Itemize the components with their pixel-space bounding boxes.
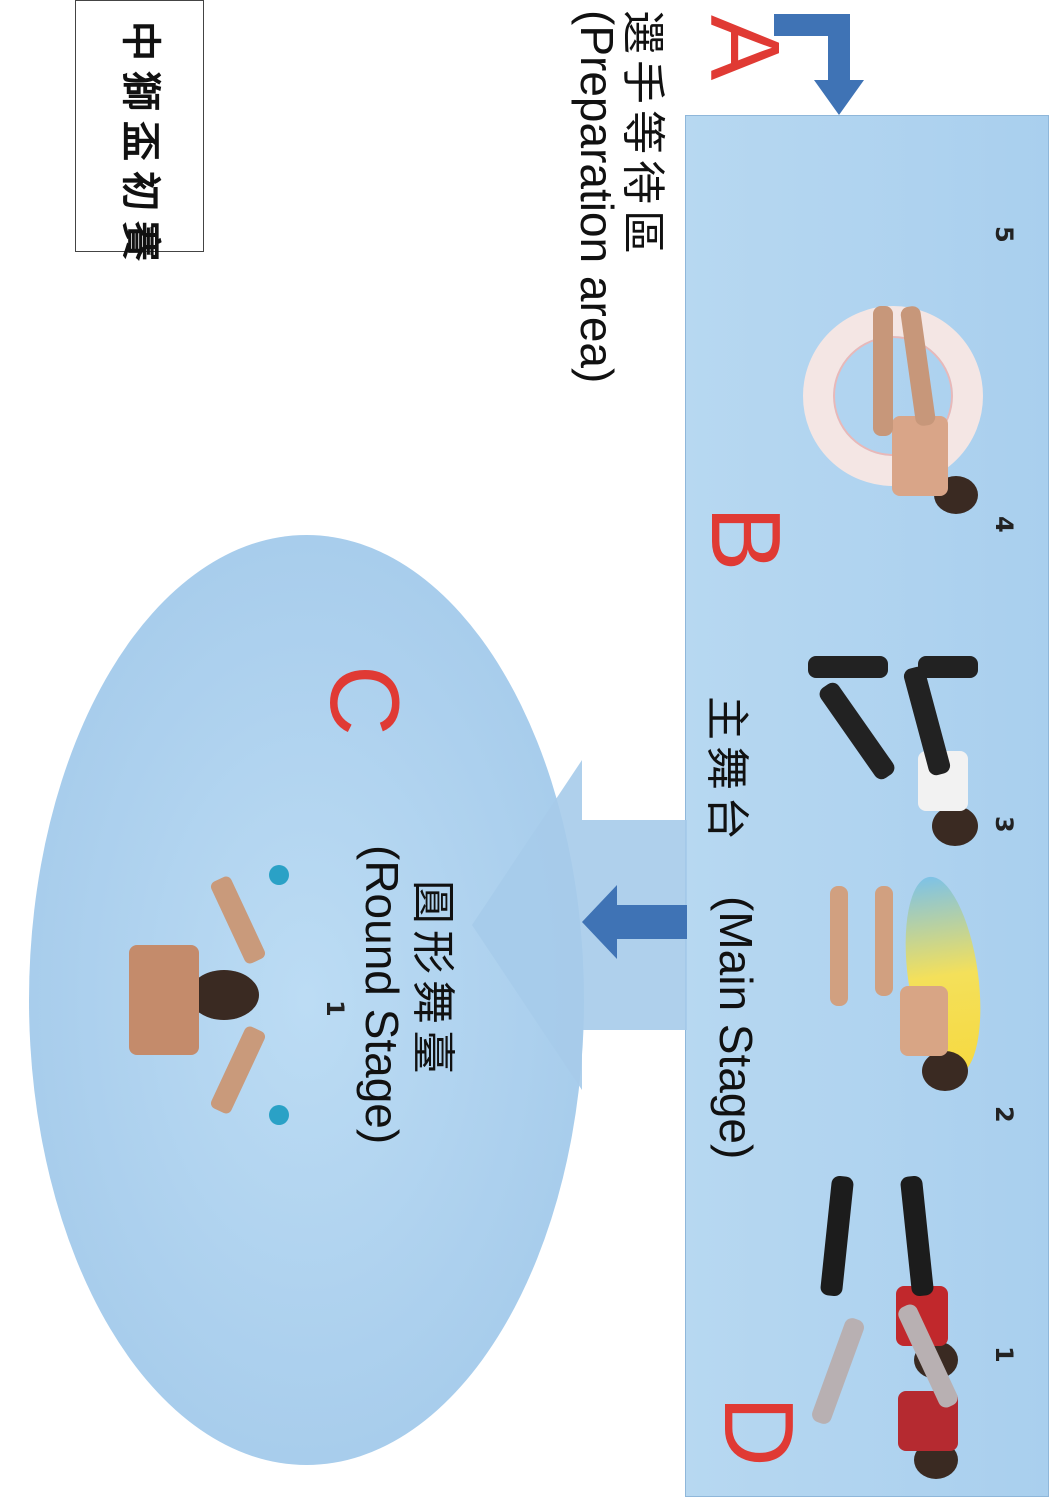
zone-letter-c: C <box>316 665 414 736</box>
main-stage: 5 4 3 2 1 <box>685 115 1049 1497</box>
stage-connector-arrow <box>302 760 687 1090</box>
competition-title-box: 中獅盃初賽 <box>75 0 204 252</box>
contestant-number-5: 5 <box>990 226 1018 243</box>
dumbbell-left <box>269 865 289 885</box>
contestant-number-1: 1 <box>990 1346 1018 1363</box>
dumbbell-right <box>269 1105 289 1125</box>
preparation-label-zh: 選手等待區 <box>615 10 679 260</box>
contestant-number-2: 2 <box>990 1106 1018 1123</box>
zone-letter-d: D <box>710 1396 808 1467</box>
competition-title: 中獅盃初賽 <box>115 21 173 271</box>
zone-letter-b: B <box>697 506 795 571</box>
contestant-number-3: 3 <box>990 816 1018 833</box>
zone-letter-a: A <box>696 15 794 80</box>
round-stage-contestant-figure <box>119 835 299 1155</box>
main-stage-label-zh: 主舞台 <box>699 696 763 846</box>
contestant-number-4: 4 <box>990 516 1018 533</box>
main-stage-label-en: (Main Stage) <box>709 896 763 1159</box>
contestant-4-figure <box>738 656 978 856</box>
preparation-label-en: (Preparation area) <box>570 10 624 383</box>
contestant-3-figure <box>728 876 988 1116</box>
